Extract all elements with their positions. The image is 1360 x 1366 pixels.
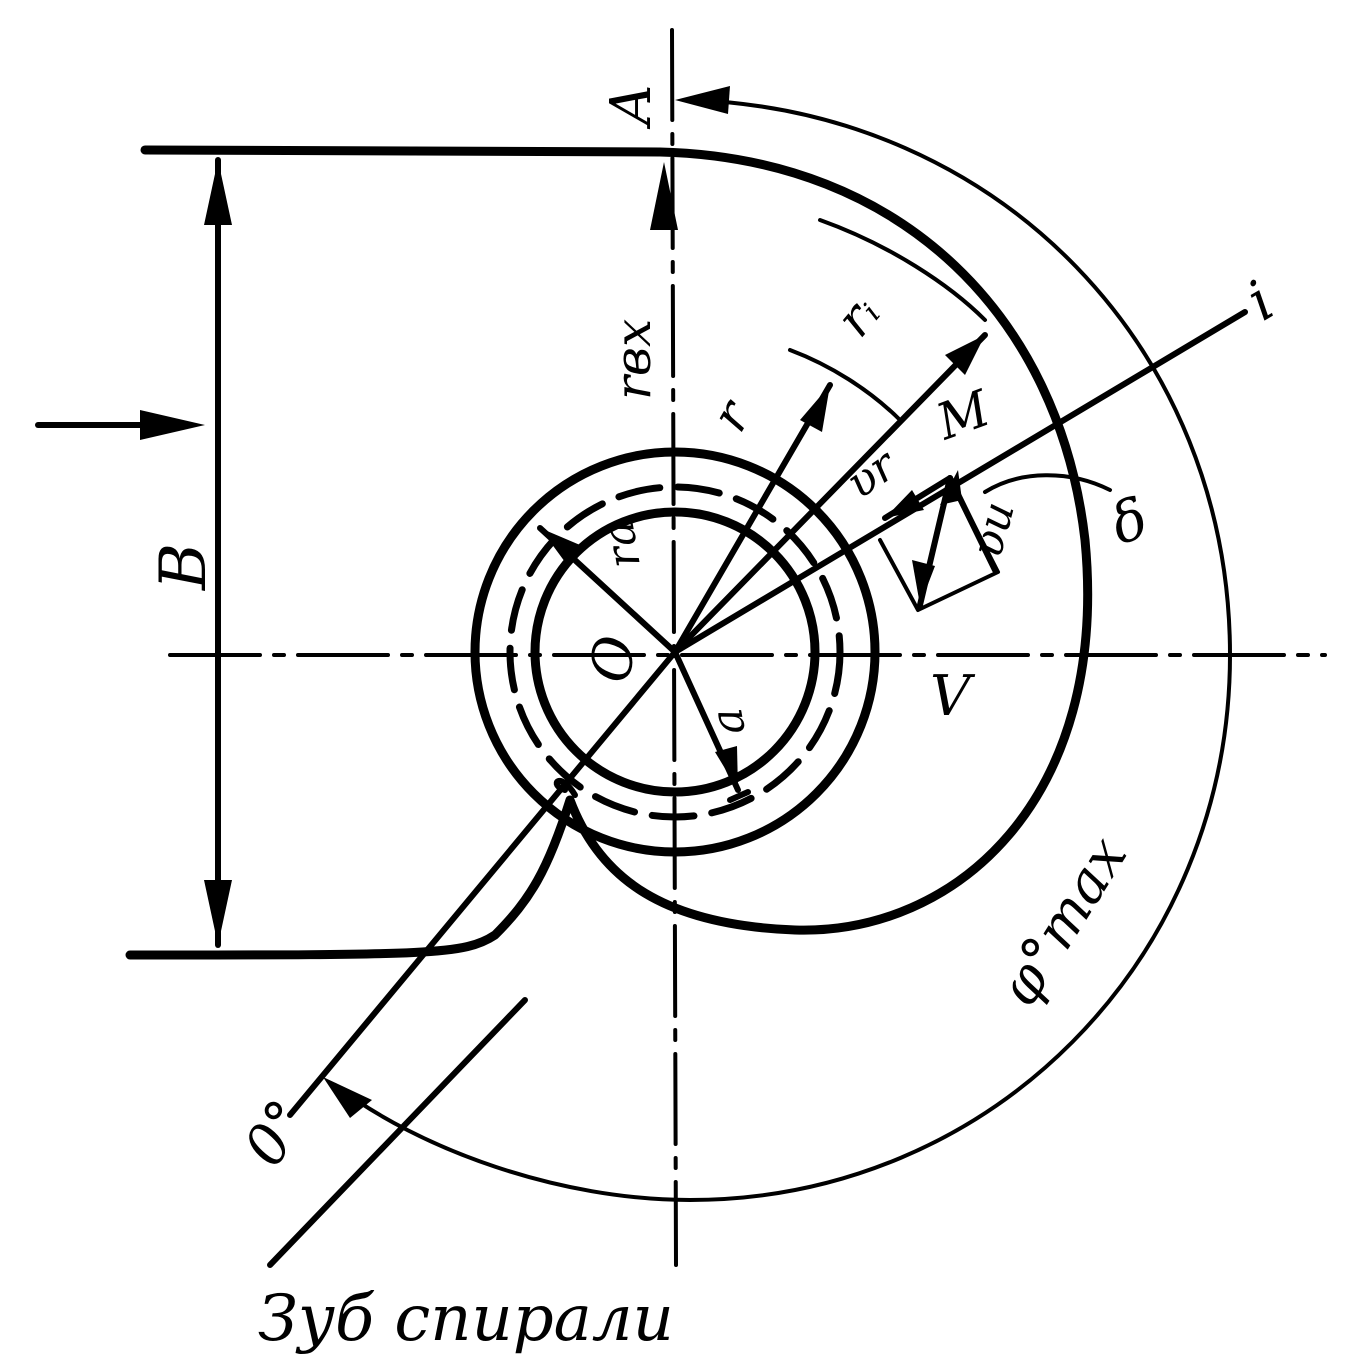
label-b: B <box>147 543 221 591</box>
inner-circle <box>530 507 820 797</box>
v-arrow <box>912 560 935 605</box>
tooth-leader-line <box>267 997 528 1268</box>
label-m: M <box>928 379 999 452</box>
label-v-u: υu <box>961 496 1025 562</box>
dashed-ring <box>506 483 844 821</box>
vu-arrow <box>940 470 962 505</box>
label-i: i <box>1237 269 1285 334</box>
r-i-line <box>672 332 988 655</box>
label-r-a: rа <box>592 517 650 572</box>
delta-arc <box>983 473 1112 494</box>
label-o: O <box>578 631 650 688</box>
arc-arrow-top <box>675 86 730 114</box>
outer-ring <box>470 447 880 857</box>
b-arrow-bottom <box>204 880 232 945</box>
a-tick <box>727 789 751 803</box>
r-arrow <box>800 385 830 432</box>
b-arrow-top <box>204 160 232 225</box>
arc-arrow-bottom <box>323 1077 372 1118</box>
vr-arrow <box>885 490 924 518</box>
label-v-r: υr <box>837 438 908 509</box>
r-i-arrow <box>945 335 985 375</box>
r-a-arrow <box>540 528 580 562</box>
label-r: r <box>700 389 764 441</box>
section-line <box>287 649 678 1118</box>
label-zero-degree: 0° <box>232 1089 321 1177</box>
label-delta: δ <box>1103 486 1157 559</box>
phi-max-arc <box>333 98 1232 1202</box>
label-r-i: rᵢ <box>825 284 891 347</box>
r-line <box>672 382 833 655</box>
spiral-contour <box>125 145 1093 960</box>
guide-arc-outer <box>818 218 987 322</box>
label-r-vx: rвх <box>604 319 662 400</box>
i-line <box>672 309 1248 655</box>
r-vx-arrow <box>650 162 678 230</box>
label-v: V <box>930 664 976 729</box>
inflow-arrowhead <box>140 410 205 440</box>
label-a-radius: a <box>701 704 756 739</box>
a-arrow <box>715 746 738 790</box>
guide-arc-r <box>788 348 902 422</box>
caption-spiral-tooth: Зуб спирали <box>258 1282 674 1356</box>
label-a-point: A <box>599 85 664 130</box>
